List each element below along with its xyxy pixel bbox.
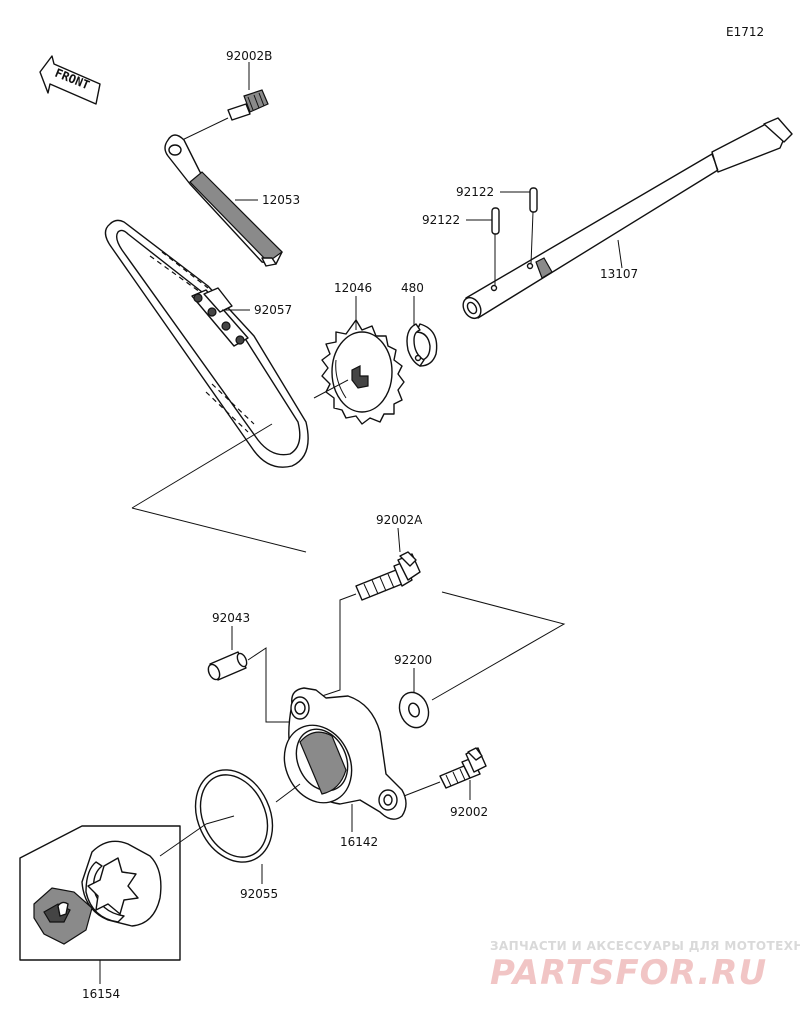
- label-92043: 92043: [212, 611, 250, 625]
- label-92122-lower: 92122: [422, 213, 460, 227]
- label-16142: 16142: [340, 835, 378, 849]
- label-13107: 13107: [600, 267, 638, 281]
- front-arrow-icon: FRONT: [39, 55, 101, 105]
- label-12053: 12053: [262, 193, 300, 207]
- drive-chain: [104, 219, 309, 468]
- bolt-92002B: [227, 89, 269, 121]
- chain-guide-12053: [164, 134, 283, 267]
- circlip-480: [406, 323, 438, 367]
- label-480: 480: [401, 281, 424, 295]
- label-16154: 16154: [82, 987, 120, 1001]
- label-12046: 12046: [334, 281, 372, 295]
- watermark-tagline: ЗАПЧАСТИ И АКСЕССУАРЫ ДЛЯ МОТОТЕХНИКИ: [490, 939, 800, 953]
- label-92122-upper: 92122: [456, 185, 494, 199]
- pin-92122-upper: [529, 187, 538, 213]
- pin-92122-lower: [491, 207, 500, 235]
- pump-body-16142: [283, 687, 407, 820]
- sprocket-12046: [321, 319, 405, 425]
- label-92002A: 92002A: [376, 513, 423, 527]
- bolt-92002A: [355, 551, 421, 601]
- label-92200: 92200: [394, 653, 432, 667]
- label-92002: 92002: [450, 805, 488, 819]
- washer-92200: [398, 691, 430, 729]
- chain-link-92057: [191, 287, 249, 347]
- label-92055: 92055: [240, 887, 278, 901]
- dowel-92043: [207, 651, 248, 681]
- diagram-code: E1712: [726, 25, 764, 39]
- label-92002B: 92002B: [226, 49, 272, 63]
- label-92057: 92057: [254, 303, 292, 317]
- shaft-13107: [462, 117, 793, 320]
- watermark-brand: PARTSFOR.RU: [490, 953, 767, 993]
- bolt-92002: [439, 747, 487, 789]
- rotor-set-16154: [19, 825, 181, 961]
